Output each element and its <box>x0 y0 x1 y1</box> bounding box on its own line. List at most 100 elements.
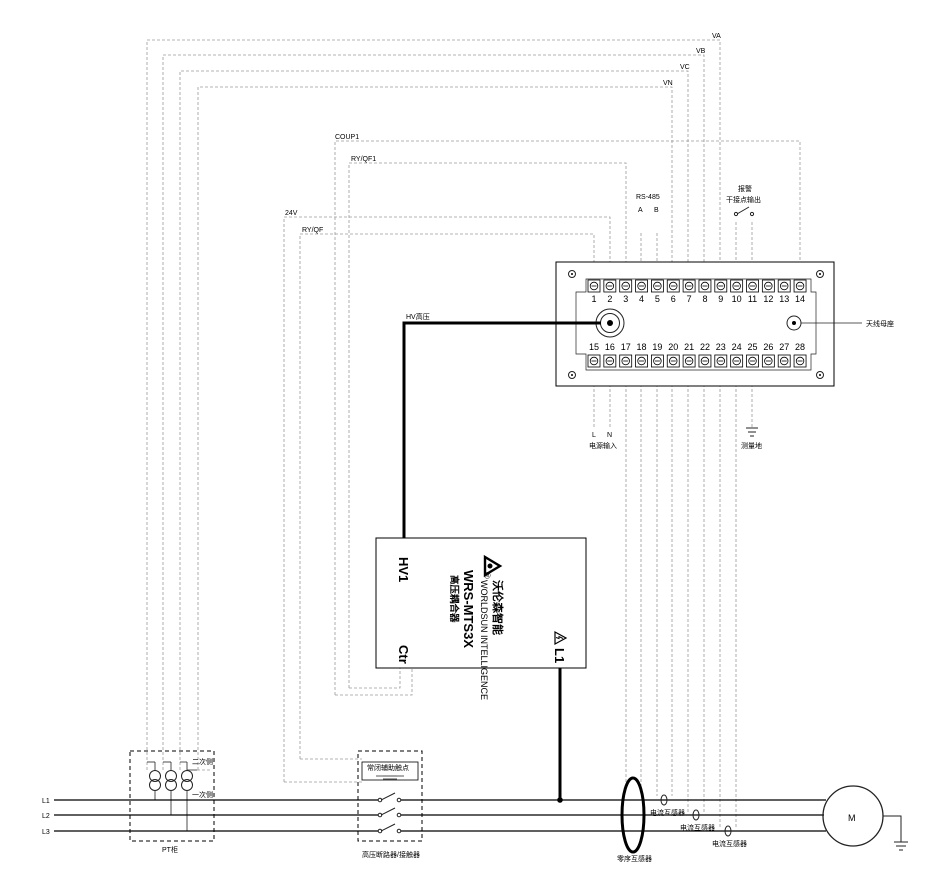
alarm-wires <box>735 222 753 262</box>
terminal-screw-head <box>716 281 725 291</box>
hv-coupler <box>375 537 587 669</box>
terminal-screw-head <box>764 281 773 291</box>
pt-primary-label: 一次侧 <box>192 790 213 799</box>
terminal-number: 22 <box>700 342 710 352</box>
terminal-number: 17 <box>621 342 631 352</box>
screw-icon <box>816 270 824 278</box>
terminal-screw-head <box>780 281 789 291</box>
terminal-screw-head <box>732 356 741 366</box>
voltage-wires <box>146 39 721 770</box>
pt-transformer-icon <box>180 761 197 831</box>
rs485-a-label: A <box>638 207 643 214</box>
ct-wires-3 <box>719 384 737 827</box>
terminal-number: 19 <box>652 342 662 352</box>
terminal-screw-head <box>780 356 789 366</box>
ct-icon <box>724 825 732 837</box>
aux-contact-wire <box>284 758 362 783</box>
power-l-label: L <box>592 432 596 439</box>
hv1-label: HV1 <box>396 557 411 582</box>
breaker-label: 高压断路器/接触器 <box>362 850 420 859</box>
terminal-number: 7 <box>687 294 692 304</box>
l3-label: L3 <box>42 829 50 836</box>
terminal-screw-head <box>684 356 694 366</box>
motor-ground-icon <box>883 815 908 851</box>
reg-mark: ® <box>482 572 492 579</box>
ct-wires-1 <box>656 384 673 796</box>
terminal-screw-head <box>605 356 615 366</box>
vn-label: VN <box>663 80 673 87</box>
pt-transformer-icon <box>147 761 161 800</box>
vb-label: VB <box>696 48 706 55</box>
ct2-label: 电流互感器 <box>680 823 715 832</box>
terminal-number: 2 <box>607 294 612 304</box>
antenna-label: 天线母座 <box>866 319 894 328</box>
terminal-screw-head <box>653 281 662 291</box>
power-input-label: 电源输入 <box>589 441 617 450</box>
aux-contact-icon <box>376 775 404 780</box>
l1-terminal-label: L1 <box>552 648 567 663</box>
terminal-screw-head <box>637 281 646 291</box>
screw-icon <box>568 371 576 379</box>
terminal-number: 27 <box>779 342 789 352</box>
coup1-label: COUP1 <box>335 134 359 141</box>
terminal-screw-head <box>795 356 805 366</box>
terminal-screw-head <box>700 356 710 366</box>
ctr-label: Ctr <box>396 645 411 664</box>
pt-cabinet <box>129 750 215 842</box>
terminal-number: 24 <box>732 342 742 352</box>
terminal-screw-head <box>700 281 710 291</box>
ryqf-return-wire <box>349 668 401 689</box>
ct-icon <box>692 809 700 821</box>
terminal-screw-head <box>732 281 741 291</box>
coupler-logo-icon <box>483 554 503 578</box>
terminal-number: 20 <box>668 342 678 352</box>
terminal-screw-head <box>589 281 599 291</box>
terminal-number: 1 <box>591 294 596 304</box>
vc-label: VC <box>680 64 690 71</box>
terminal-number: 15 <box>589 342 599 352</box>
motor-label: M <box>848 813 856 823</box>
terminal-screw-head <box>795 281 805 291</box>
terminal-screw-head <box>589 356 599 366</box>
terminal-number: 16 <box>605 342 615 352</box>
terminal-screw-head <box>605 281 615 291</box>
l2-label: L2 <box>42 813 50 820</box>
zero-ct-wires <box>625 384 642 790</box>
ground-icon <box>746 427 758 437</box>
terminal-number: 18 <box>637 342 647 352</box>
terminal-screw-head <box>669 356 678 366</box>
brand-english: WORLDSUN INTELLIGENCE <box>479 580 489 700</box>
ryqf1-wire <box>348 162 627 688</box>
terminal-screw-head <box>684 281 694 291</box>
power-n-label: N <box>607 432 612 439</box>
pt-secondary-label: 二次侧 <box>192 757 213 766</box>
ct1-label: 电流互感器 <box>650 808 685 817</box>
screw-icon <box>816 371 824 379</box>
pt-cabinet-label: PT柜 <box>162 845 178 854</box>
ct-icon <box>660 794 668 806</box>
breaker-panel <box>357 750 423 842</box>
coup1-wire <box>334 140 801 695</box>
va-label: VA <box>712 33 721 40</box>
terminal-number: 25 <box>747 342 757 352</box>
terminal-screw-head <box>669 281 678 291</box>
terminal-screw-head <box>621 356 630 366</box>
terminal-number: 26 <box>763 342 773 352</box>
terminal-number: 8 <box>702 294 707 304</box>
breaker-switch-icon <box>377 792 402 834</box>
power-input-wires <box>593 384 611 427</box>
ground-label: 测量地 <box>741 441 762 450</box>
antenna-socket-icon <box>786 315 862 331</box>
rs485-b-label: B <box>654 207 659 214</box>
terminal-screw-head <box>716 356 725 366</box>
terminal-screw-head <box>653 356 662 366</box>
model-name: WRS-MTS3X <box>461 570 476 648</box>
screw-icon <box>568 270 576 278</box>
rs485-label: RS-485 <box>636 194 660 201</box>
terminal-screw-head <box>637 356 646 366</box>
zero-ct-label: 零序互感器 <box>617 854 652 863</box>
terminal-number: 6 <box>671 294 676 304</box>
terminal-number: 3 <box>623 294 628 304</box>
ryqf-wire <box>299 233 595 759</box>
